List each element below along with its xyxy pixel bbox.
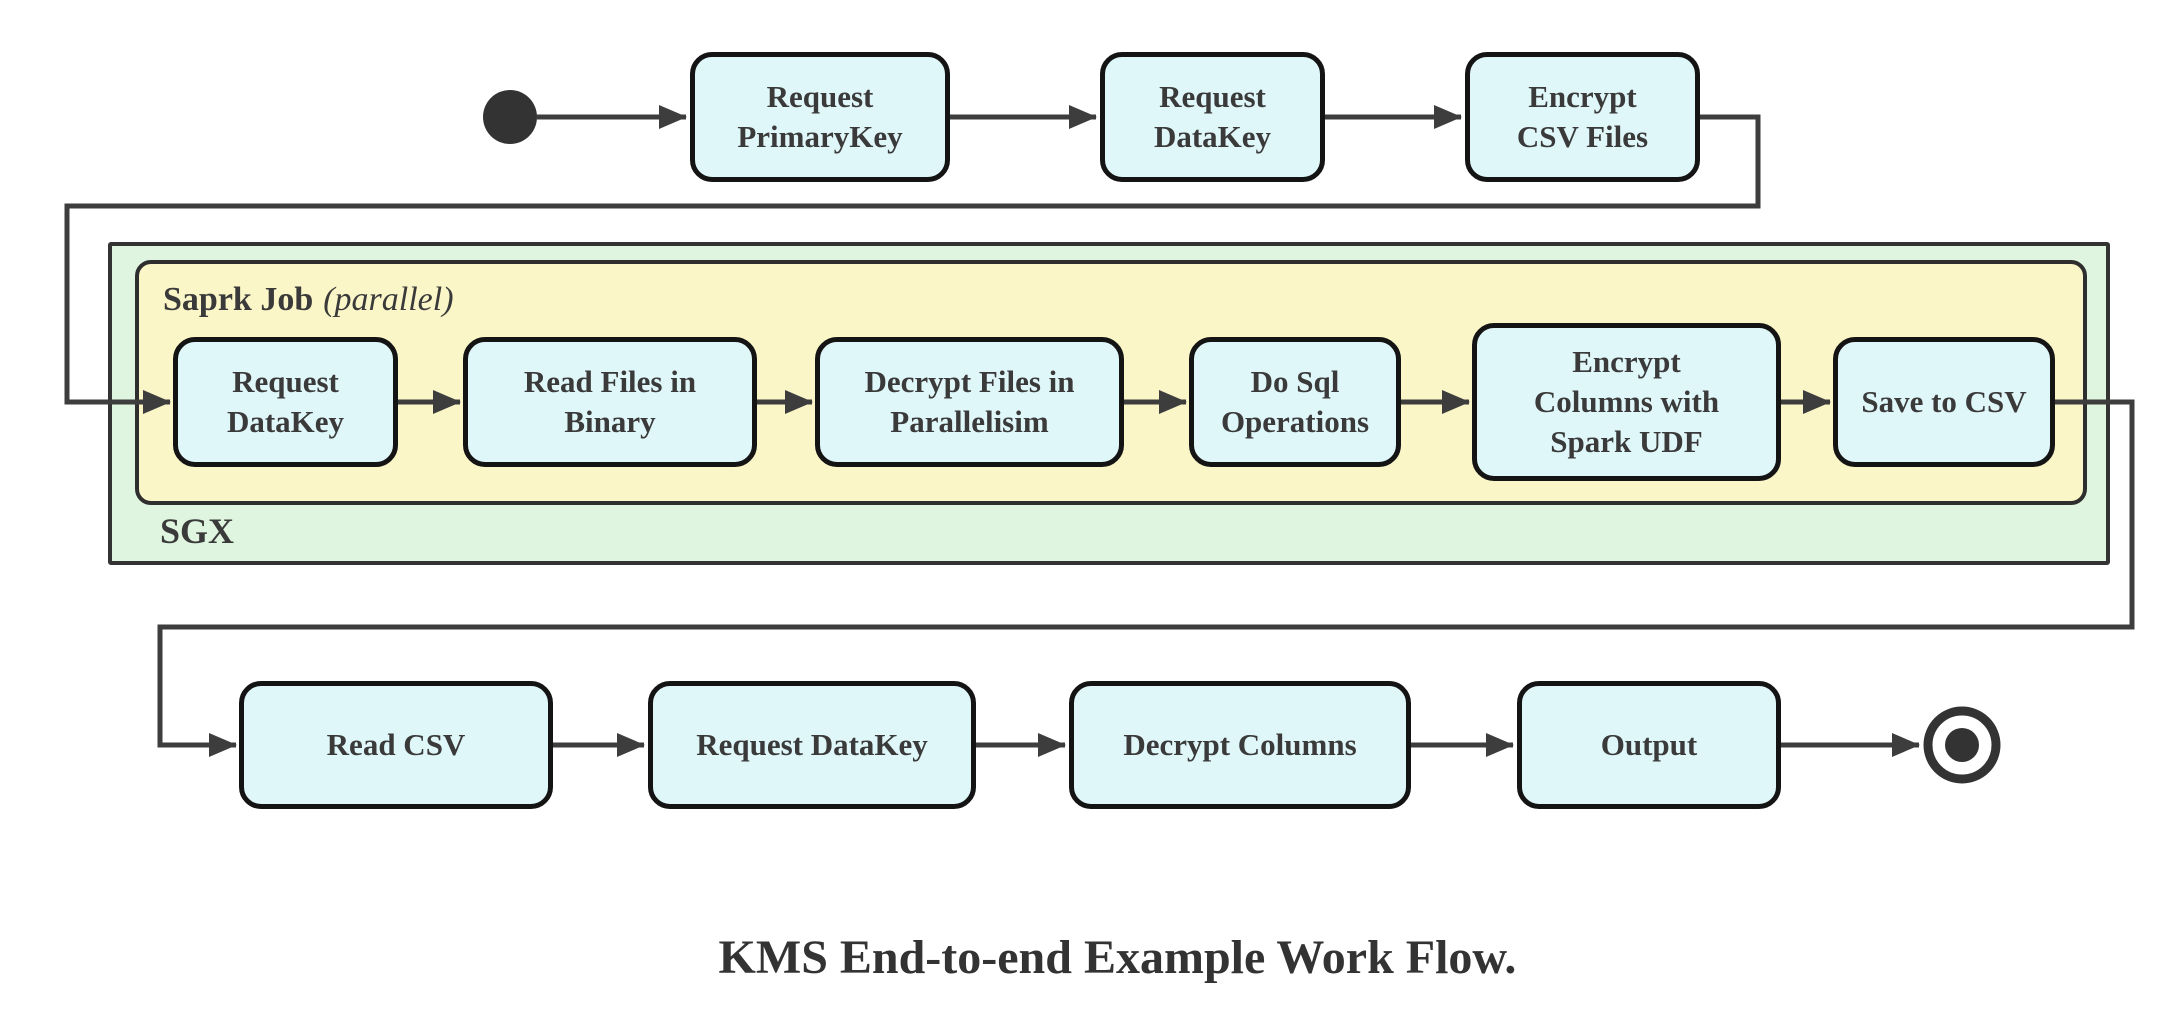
node-read-files-in-binary: Read Files in Binary bbox=[463, 337, 757, 467]
node-request-datakey-sgx: Request DataKey bbox=[173, 337, 398, 467]
node-request-primarykey: Request PrimaryKey bbox=[690, 52, 950, 182]
node-decrypt-files-in-parallelism: Decrypt Files in Parallelisim bbox=[815, 337, 1124, 467]
spark-job-container-label: Saprk Job(parallel) bbox=[163, 280, 454, 321]
node-read-csv: Read CSV bbox=[239, 681, 553, 809]
diagram-caption: KMS End-to-end Example Work Flow. bbox=[718, 931, 1517, 984]
edge-save-csv-to-read-csv bbox=[157, 399, 2135, 757]
spark-job-parallel-text: (parallel) bbox=[323, 281, 454, 318]
node-output: Output bbox=[1517, 681, 1781, 809]
start-node-icon bbox=[483, 90, 537, 144]
node-request-datakey-bottom: Request DataKey bbox=[648, 681, 976, 809]
node-do-sql-operations: Do Sql Operations bbox=[1189, 337, 1401, 467]
edge-encrypt-csv-files-to-sgx-request-datakey bbox=[64, 114, 1761, 414]
node-encrypt-csv-files: Encrypt CSV Files bbox=[1465, 52, 1700, 182]
end-node-inner-dot-icon bbox=[1945, 728, 1979, 762]
node-request-datakey-top: Request DataKey bbox=[1100, 52, 1325, 182]
node-save-to-csv: Save to CSV bbox=[1833, 337, 2055, 467]
node-encrypt-columns-with-spark-udf: Encrypt Columns with Spark UDF bbox=[1472, 323, 1781, 481]
spark-job-label-text: Saprk Job bbox=[163, 281, 314, 318]
sgx-container-label: SGX bbox=[160, 511, 235, 551]
node-decrypt-columns: Decrypt Columns bbox=[1069, 681, 1411, 809]
